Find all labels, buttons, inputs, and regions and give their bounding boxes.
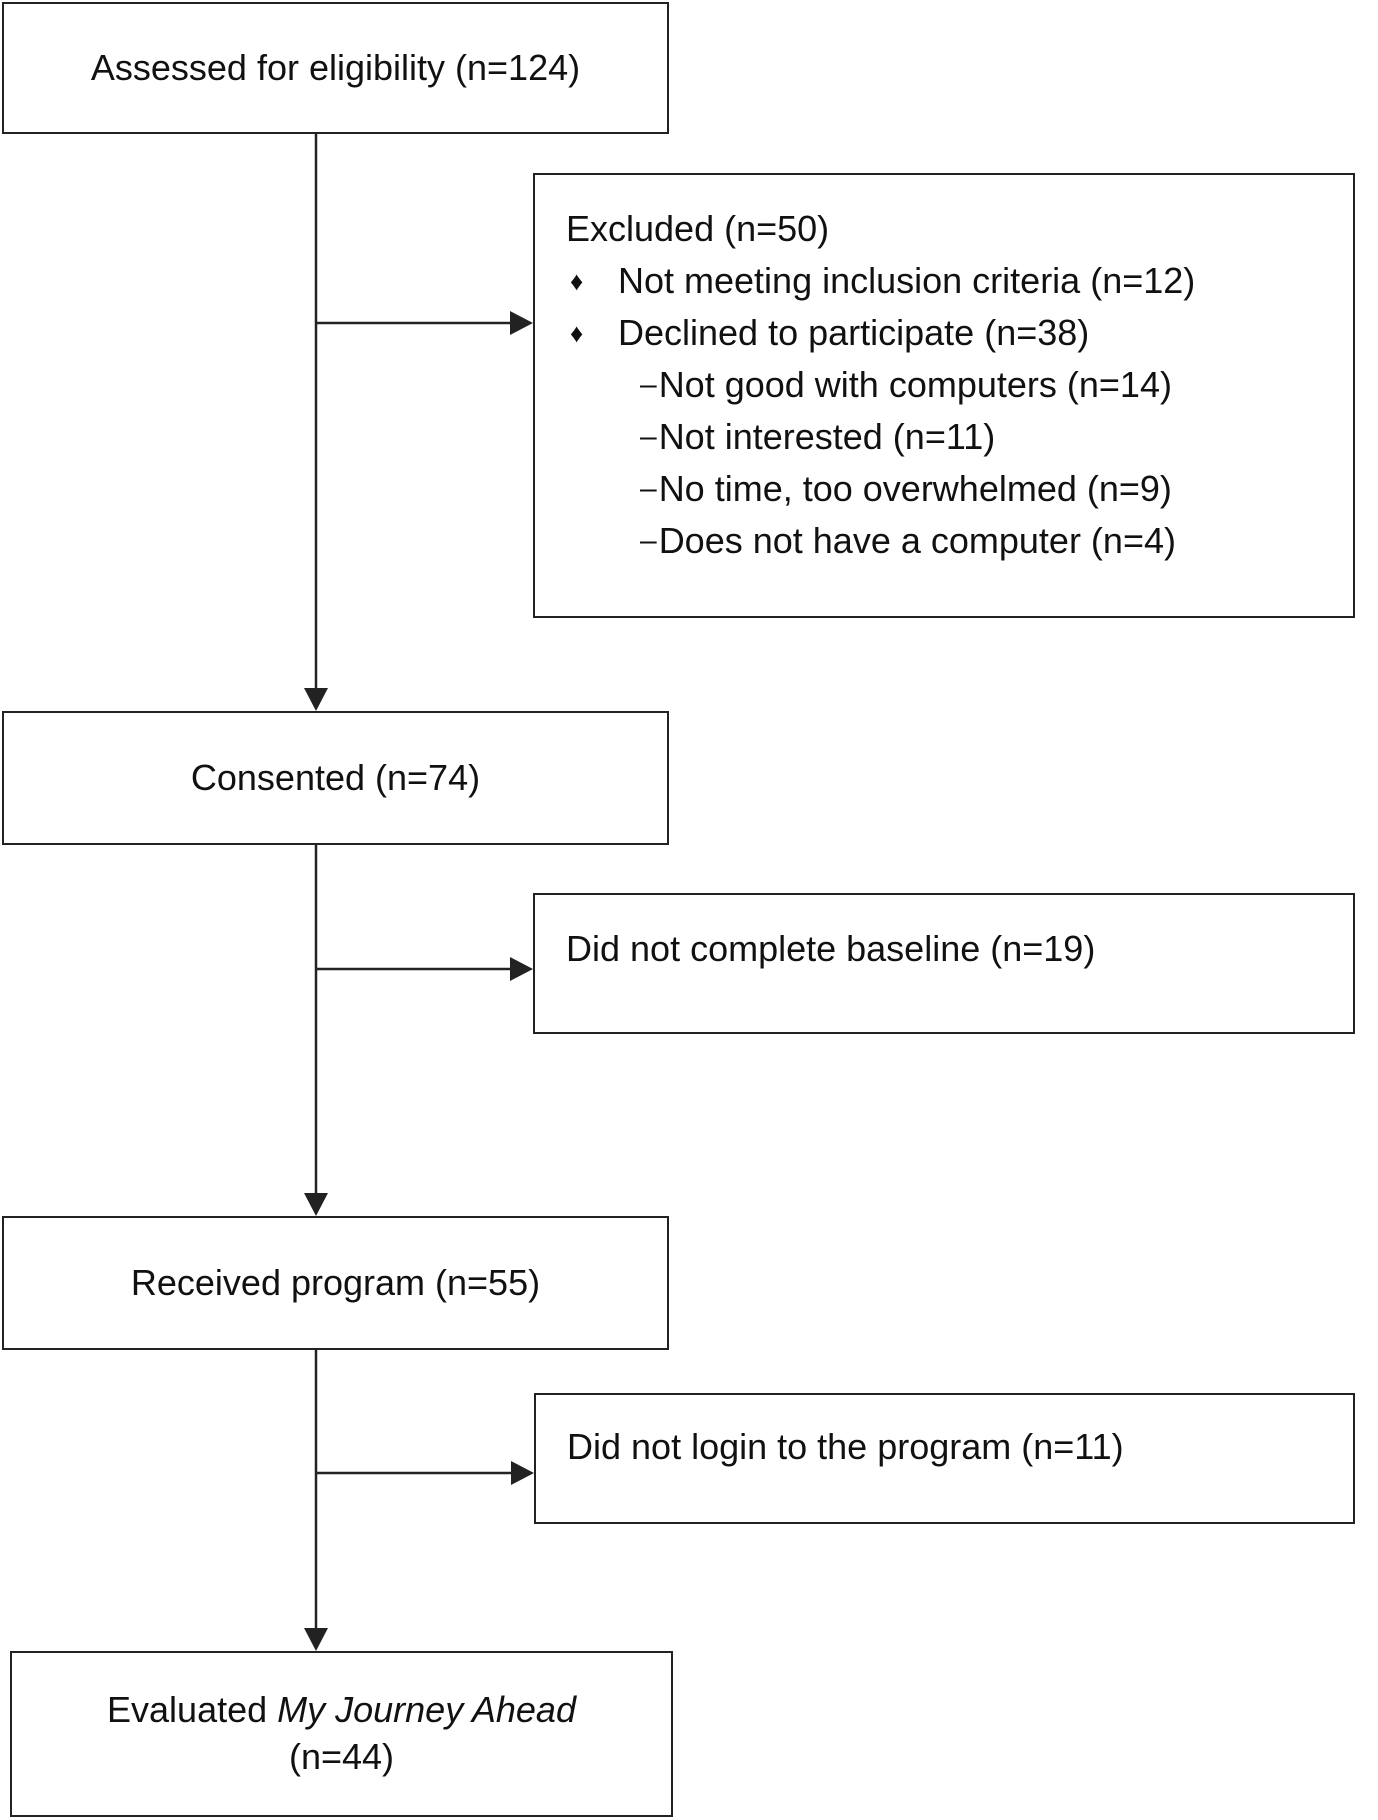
- declined-reason-label: Not interested (n=11): [658, 416, 996, 457]
- declined-reason-label: No time, too overwhelmed (n=9): [658, 468, 1172, 509]
- arrowhead-no-login: [511, 1461, 534, 1485]
- node-assessed-label: Assessed for eligibility (n=124): [90, 46, 581, 88]
- node-no-login-label: Did not login to the program (n=11): [567, 1426, 1124, 1467]
- arrowhead-excluded: [510, 311, 533, 335]
- diamond-bullet-icon: ♦: [570, 318, 584, 348]
- arrowhead-received: [304, 1193, 328, 1216]
- arrowhead-consented: [304, 688, 328, 711]
- excluded-title: Excluded (n=50): [566, 208, 830, 249]
- node-evaluated-label: Evaluated My Journey Ahead (n=44): [107, 1687, 576, 1781]
- program-name: My Journey Ahead: [277, 1689, 576, 1731]
- excluded-bullet-label: Declined to participate (n=38): [618, 312, 1090, 353]
- node-consented-label: Consented (n=74): [190, 756, 481, 798]
- declined-reason-row: – Not good with computers (n=14): [566, 359, 1353, 411]
- evaluated-prefix: Evaluated: [107, 1689, 278, 1731]
- node-received: Received program (n=55): [2, 1216, 669, 1350]
- declined-reason-row: – No time, too overwhelmed (n=9): [566, 463, 1353, 515]
- dash-icon: –: [640, 524, 657, 557]
- declined-reason-label: Does not have a computer (n=4): [658, 520, 1176, 561]
- node-assessed: Assessed for eligibility (n=124): [2, 2, 669, 134]
- declined-reason-row: – Not interested (n=11): [566, 411, 1353, 463]
- dash-icon: –: [640, 472, 657, 505]
- declined-reason-label: Not good with computers (n=14): [658, 364, 1172, 405]
- excluded-bullet-label: Not meeting inclusion criteria (n=12): [618, 260, 1196, 301]
- node-no-login: Did not login to the program (n=11): [534, 1393, 1355, 1524]
- declined-reason-row: – Does not have a computer (n=4): [566, 515, 1353, 567]
- node-evaluated: Evaluated My Journey Ahead (n=44): [10, 1651, 673, 1817]
- arrowhead-no-baseline: [510, 957, 533, 981]
- node-excluded: Excluded (n=50) ♦ Not meeting inclusion …: [533, 173, 1355, 618]
- node-no-baseline: Did not complete baseline (n=19): [533, 893, 1355, 1034]
- node-no-baseline-label: Did not complete baseline (n=19): [566, 928, 1096, 969]
- dash-icon: –: [640, 420, 657, 453]
- node-received-label: Received program (n=55): [130, 1261, 541, 1303]
- evaluated-count: (n=44): [288, 1736, 395, 1777]
- dash-icon: –: [640, 368, 657, 401]
- node-consented: Consented (n=74): [2, 711, 669, 845]
- excluded-bullet-row: ♦ Not meeting inclusion criteria (n=12): [566, 255, 1353, 307]
- diamond-bullet-icon: ♦: [570, 266, 584, 296]
- arrowhead-evaluated: [304, 1628, 328, 1651]
- excluded-bullet-row: ♦ Declined to participate (n=38): [566, 307, 1353, 359]
